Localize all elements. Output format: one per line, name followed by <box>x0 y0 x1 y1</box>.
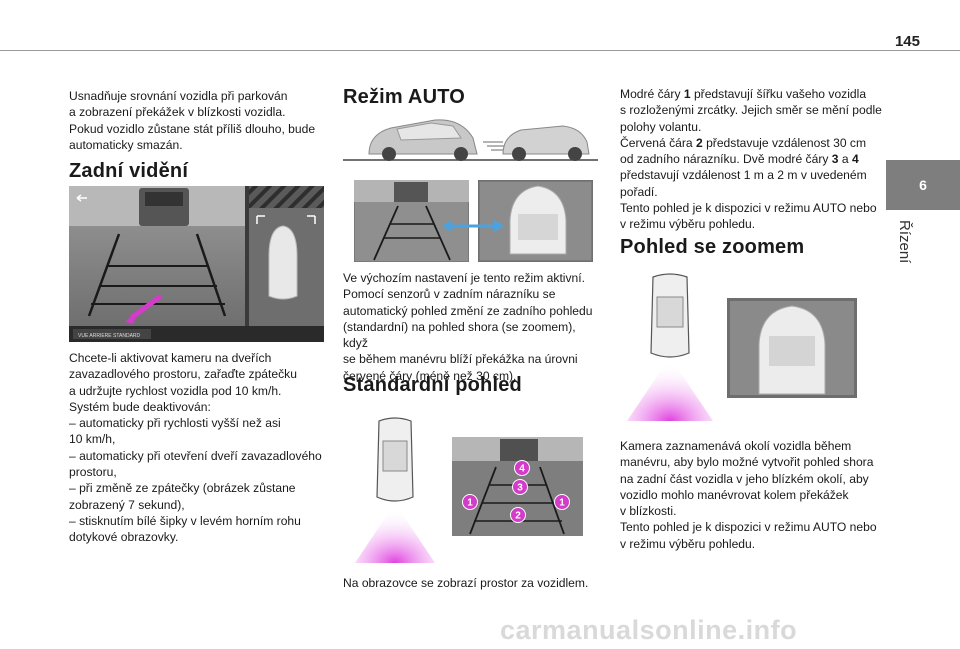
rear-view-text: Chcete-li aktivovat kameru na dveřích za… <box>69 351 322 545</box>
chapter-tab[interactable]: 6 <box>886 160 960 210</box>
callout-marker <box>554 494 570 510</box>
text-part: představují vzdálenost 1 m a 2 m v uvede… <box>620 168 877 232</box>
chapter-label-wrap: Řízení <box>893 220 915 300</box>
text-part: představuje vzdálenost 30 cm od zadního … <box>620 135 867 167</box>
text-part: a <box>838 152 852 167</box>
heading-standard-view: Standardní pohled <box>343 374 522 396</box>
standard-view-caption: Na obrazovce se zobrazí prostor za vozid… <box>343 576 589 590</box>
auto-mode-car-illustration <box>343 119 598 161</box>
auto-top-view-image <box>478 180 593 262</box>
screen-label: VUE ARRIERE STANDARD <box>78 333 141 339</box>
standard-view-callouts: 4 3 1 2 1 <box>462 460 570 523</box>
switch-arrows-icon <box>442 220 504 232</box>
ref-3: 3 <box>831 152 839 167</box>
callout-number: 2 <box>515 511 521 522</box>
zoom-view-screen-image <box>727 298 857 398</box>
callout-marker <box>512 479 528 495</box>
page-number: 145 <box>894 33 920 50</box>
auto-mode-text: Ve výchozím nastavení je tento režim akt… <box>343 271 593 383</box>
ref-4: 4 <box>851 152 859 167</box>
callout-marker <box>514 460 530 476</box>
intro-text: Usnadňuje srovnání vozidla při parkován … <box>69 89 316 152</box>
chapter-number: 6 <box>919 177 927 193</box>
rear-view-screen-image: VUE ARRIERE STANDARD <box>69 186 324 342</box>
header-rule <box>0 50 960 51</box>
ref-2: 2 <box>695 135 703 150</box>
callout-marker <box>462 494 478 510</box>
heading-zoom-view: Pohled se zoomem <box>620 236 805 258</box>
callout-number: 1 <box>467 498 473 509</box>
callout-number: 1 <box>559 498 565 509</box>
text-part: Modré čáry <box>620 87 684 101</box>
callout-number: 3 <box>517 483 523 494</box>
heading-auto-mode: Režim AUTO <box>343 86 466 108</box>
standard-view-car-topdown <box>355 417 435 563</box>
callout-number: 4 <box>519 464 525 475</box>
lines-description-text: Modré čáry 1 představují šířku vašeho vo… <box>620 86 882 233</box>
chapter-label: Řízení <box>896 220 913 264</box>
heading-rear-view: Zadní vidění <box>69 160 189 182</box>
watermark: carmanualsonline.info <box>500 615 798 645</box>
ref-1: 1 <box>683 87 691 101</box>
text-part: představují šířku vašeho vozidla s rozlo… <box>620 87 882 150</box>
auto-rear-view-image <box>354 180 469 262</box>
zoom-view-text: Kamera zaznamenává okolí vozidla během m… <box>620 439 877 551</box>
callout-marker <box>510 507 526 523</box>
zoom-view-car-topdown <box>627 273 713 421</box>
